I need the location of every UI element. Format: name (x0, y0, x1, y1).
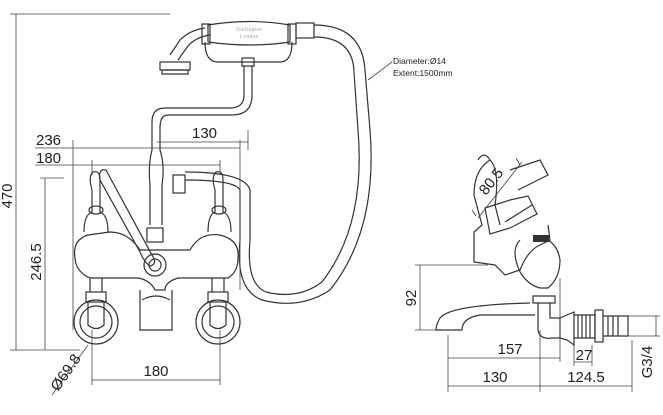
dim-flange-thickness: 27 (576, 347, 593, 364)
dim-spout-reach: 157 (497, 341, 522, 358)
side-view: 80.5 92 157 130 124.5 27 G3/4 (403, 154, 660, 392)
dim-flange-diameter: Ø69.8 (47, 351, 84, 394)
dim-total-height: 470 (0, 183, 16, 208)
dim-inlet-centers: 180 (143, 363, 168, 380)
dim-overall-width: 236 (36, 132, 61, 149)
handset-logo-brand: Burlington (236, 27, 262, 33)
dim-body-height: 246.5 (28, 243, 45, 281)
dim-spout-to-axis: 130 (482, 369, 507, 386)
front-dimensions: 470 236 180 130 246.5 Ø69.8 180 (0, 13, 249, 396)
hose-diameter-note: Diameter:Ø14 (393, 56, 446, 66)
side-dimensions: 80.5 92 157 130 124.5 27 G3/4 (403, 157, 660, 392)
handset-logo-city: London (240, 34, 259, 40)
shower-hose (172, 24, 372, 304)
dim-axis-to-inlet: 124.5 (567, 369, 605, 386)
dim-thread: G3/4 (639, 346, 656, 379)
hose-extent-note: Extent:1500mm (393, 68, 453, 78)
shower-handset: Burlington London (159, 20, 315, 75)
front-view: Burlington London (0, 13, 453, 396)
dim-handset-offset: 130 (192, 125, 217, 142)
dim-spout-height: 92 (403, 290, 420, 307)
tap-body (73, 169, 241, 345)
side-tap-body (435, 154, 629, 347)
dim-handle-centers: 180 (36, 150, 61, 167)
